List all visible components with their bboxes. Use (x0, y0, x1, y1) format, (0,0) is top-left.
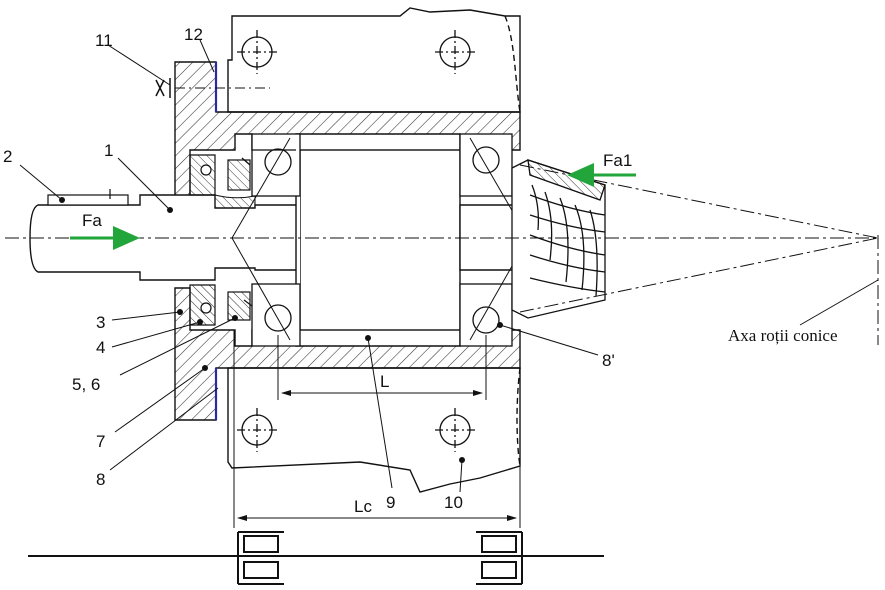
label-1: 1 (104, 141, 113, 160)
label-10: 10 (444, 493, 463, 512)
spacer-ring (214, 194, 256, 209)
seal-cover (189, 154, 216, 326)
label-9: 9 (386, 493, 395, 512)
bolt-hole-bottom-right-icon (435, 408, 475, 452)
label-4: 4 (96, 338, 105, 357)
label-bevel-gear-axis: Axa roții conice (728, 326, 838, 345)
label-5-6: 5, 6 (72, 375, 100, 394)
support-schematic (28, 531, 604, 585)
center-lines (5, 87, 880, 345)
dimension-Lc (233, 330, 521, 528)
bolt-hole-top-right-icon (435, 30, 475, 74)
label-Fa1: Fa1 (603, 151, 632, 170)
bearing-left (251, 133, 301, 347)
label-11: 11 (95, 31, 113, 50)
label-2: 2 (3, 147, 12, 166)
bevel-pinion (511, 159, 606, 319)
gearbox-housing (227, 7, 521, 493)
leader-dots (59, 197, 503, 463)
lock-nut (227, 157, 253, 321)
leader-lines (19, 39, 879, 493)
dimension-L (277, 335, 487, 400)
shim-adjust-mark (155, 78, 171, 98)
label-8-prime: 8' (602, 351, 615, 370)
label-7: 7 (96, 432, 105, 451)
label-8: 8 (96, 470, 105, 489)
label-12: 12 (184, 25, 203, 44)
label-L: L (380, 372, 389, 391)
bolt-hole-bottom-left-icon (237, 408, 277, 452)
label-Fa: Fa (82, 211, 102, 230)
label-Lc: Lc (354, 497, 372, 516)
bolt-hole-top-left-icon (237, 30, 277, 74)
key (47, 189, 129, 206)
label-3: 3 (96, 313, 105, 332)
